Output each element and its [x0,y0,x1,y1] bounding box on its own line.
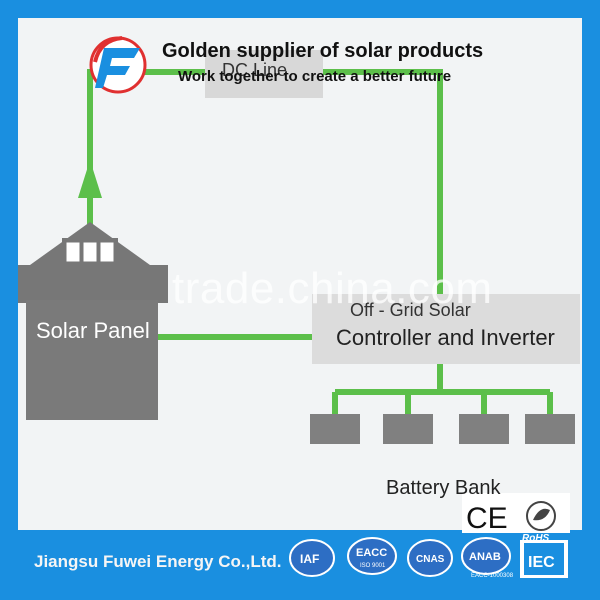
solar-panel-label: Solar Panel [36,318,150,343]
cert-badges: CE RoHS IAF EACC ISO 9001 CNAS ANAB EACC… [289,493,570,579]
battery-box [383,414,433,444]
controller-box [312,294,580,364]
up-arrow-icon [78,160,102,198]
rohs-label: RoHS [522,533,550,544]
battery-bank-label: Battery Bank [386,477,501,499]
svg-text:ISO 9001: ISO 9001 [360,563,386,569]
tagline: Work together to create a better future [178,68,452,85]
cnas-badge [407,539,453,577]
company-name: Jiangsu Fuwei Energy Co.,Ltd. [34,552,282,571]
headline: Golden supplier of solar products [162,40,484,62]
controller-label-top: Off - Grid Solar [350,300,471,320]
panel-cell [82,241,98,263]
battery-box [310,414,360,444]
eacc-badge [347,537,397,575]
svg-text:IAF: IAF [300,552,319,566]
solar-panel-box [26,300,158,420]
dc-line-box [205,50,323,98]
controller-label-main: Controller and Inverter [336,325,555,350]
iaf-badge [289,539,335,577]
battery-box [459,414,509,444]
ce-mark: CE [466,502,508,535]
anab-badge [461,537,511,575]
panel-cell [99,241,115,263]
solar-panel-ledge [18,265,168,303]
watermark: trade.china.com [172,264,493,313]
battery-box [525,414,575,444]
svg-text:IEC: IEC [528,554,555,571]
svg-text:EACC: EACC [356,547,387,559]
svg-text:ANAB: ANAB [469,551,501,563]
dc-line-label: DC Line [222,60,288,80]
company-logo [89,36,147,94]
panel-cell [65,241,81,263]
battery-drop-wires [332,392,553,418]
svg-text:CNAS: CNAS [416,554,445,565]
svg-text:EACC-1000308: EACC-1000308 [471,573,514,579]
wiring [87,69,553,418]
